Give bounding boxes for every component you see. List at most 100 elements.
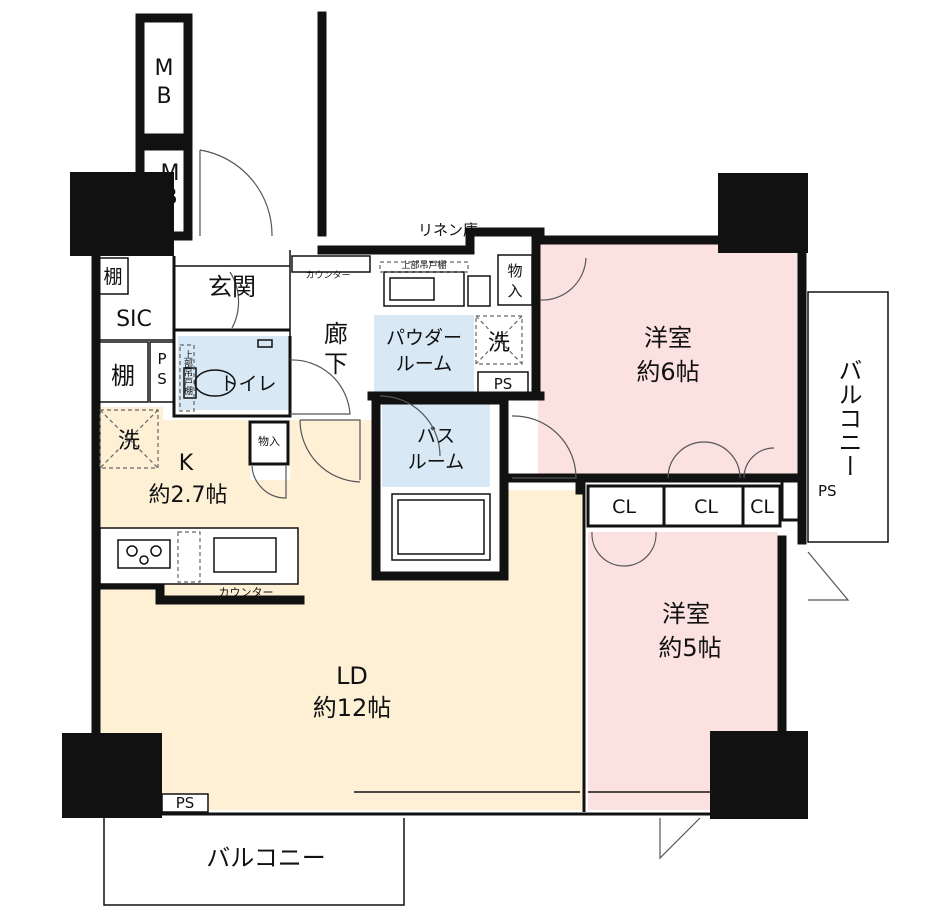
label-balcony-bottom: バルコニー — [206, 844, 326, 872]
label-bath-1: バス — [417, 425, 455, 447]
linen-box — [467, 275, 491, 307]
hall-counter — [291, 255, 371, 273]
label-ld: LD — [336, 662, 368, 690]
labels: M B M B リネン庫 上部吊戸棚 玄関 カウンター 棚 SIC 棚 P S … — [103, 56, 862, 872]
label-ps-bottom: PS — [176, 794, 195, 812]
ps-right-box — [780, 478, 804, 522]
wet-core-wall — [317, 227, 723, 255]
label-ps-right: PS — [818, 482, 837, 500]
bathtub-inner — [397, 499, 485, 555]
balcony-bottom-rail — [103, 818, 405, 906]
label-sic: SIC — [116, 307, 152, 332]
label-toilet-upper-shelf: 上部吊戸棚 — [182, 350, 193, 396]
storage-top-box — [497, 254, 533, 306]
room-fills — [98, 240, 798, 810]
dishwasher — [177, 531, 201, 583]
bath-floor — [382, 403, 490, 487]
label-ps-left-p: P — [157, 350, 166, 368]
balcony-right-rail — [807, 291, 889, 543]
western1-floor — [538, 240, 798, 476]
walls — [62, 11, 808, 819]
label-western2-size: 約5帖 — [658, 634, 721, 662]
label-powder-2: ルーム — [396, 353, 452, 375]
door-powder — [379, 395, 441, 457]
label-counter-hall: カウンター — [305, 270, 350, 281]
burner3 — [139, 555, 149, 565]
label-genkan: 玄関 — [208, 273, 256, 301]
door-storage-top — [539, 257, 587, 301]
kitchen-wall — [91, 580, 305, 605]
label-cl-3: CL — [750, 496, 774, 518]
door-cl2 — [667, 441, 741, 479]
label-kitchen-size: 約2.7帖 — [149, 483, 228, 508]
fixtures — [97, 250, 889, 906]
door-entry — [199, 149, 273, 237]
door-west2-balc — [807, 551, 850, 601]
ps-bottom-box — [161, 793, 209, 813]
label-storage-mid: 物入 — [258, 434, 280, 448]
shelf-bottom-box — [97, 341, 149, 403]
storage-mid-box — [248, 420, 290, 466]
label-upper-shelf: 上部吊戸棚 — [401, 259, 446, 271]
kitchen-sink — [213, 537, 277, 573]
label-ps-powder: PS — [494, 375, 513, 393]
label-mb-top-m: M — [155, 56, 174, 81]
pillar-bottom-left — [62, 733, 162, 818]
doors — [199, 149, 850, 860]
ps-powder-box — [477, 371, 529, 395]
label-mb-bottom-b: B — [162, 185, 177, 210]
toilet-paper — [257, 339, 273, 348]
vanity-shelf — [379, 261, 469, 273]
door-west1 — [511, 415, 577, 479]
door-storage-mid — [251, 465, 287, 499]
powder-floor — [374, 315, 474, 393]
label-storage-top-1: 物 — [507, 262, 522, 280]
shelf-top-box — [97, 257, 129, 295]
vanity — [383, 271, 465, 307]
label-mb-top-b: B — [156, 84, 171, 109]
door-cl1 — [591, 531, 657, 567]
door-ld — [299, 419, 361, 483]
label-ps-left-s: S — [157, 370, 167, 388]
burner2 — [150, 545, 162, 557]
pillar-top-right — [718, 173, 808, 253]
west1-bottom — [503, 473, 805, 495]
closet-row — [586, 484, 782, 528]
ld-kitchen-floor — [98, 407, 584, 810]
toilet-shelf — [179, 344, 195, 412]
mb-wall — [135, 13, 193, 241]
label-toilet: トイレ — [219, 373, 276, 395]
label-bath-2: ルーム — [408, 451, 464, 473]
label-rouka-2: 下 — [324, 350, 348, 378]
label-counter-kitchen: カウンター — [219, 586, 274, 599]
washer-powder-box — [475, 315, 523, 365]
door-cl3 — [743, 447, 775, 479]
label-balcony-right: バルコニー — [834, 358, 862, 478]
door-west2-bottom — [659, 817, 701, 860]
toilet-bowl — [194, 369, 236, 397]
label-mb-bottom-m: M — [161, 161, 180, 186]
label-ld-size: 約12帖 — [313, 694, 392, 722]
pillar-top-left — [70, 172, 174, 256]
label-rouka-1: 廊 — [324, 320, 348, 348]
washer-kitchen-box — [99, 409, 159, 469]
label-western1: 洋室 — [644, 324, 692, 352]
ps-left-box — [149, 341, 175, 403]
bathtub — [391, 493, 491, 561]
stove — [117, 539, 171, 569]
label-shelf-top: 棚 — [103, 266, 122, 288]
vanity-sink — [389, 277, 435, 301]
door-toilet — [289, 359, 351, 415]
door-genkan-inner — [229, 271, 240, 329]
burner1 — [126, 545, 138, 557]
label-shelf-bottom: 棚 — [111, 362, 135, 390]
label-western1-size: 約6帖 — [636, 358, 699, 386]
label-western2: 洋室 — [662, 600, 710, 628]
pillar-bottom-right — [710, 731, 808, 819]
label-wash-kitchen: 洗 — [118, 429, 140, 454]
toilet-tank — [183, 367, 197, 399]
label-linen: リネン庫 — [418, 221, 478, 239]
label-powder-1: パウダー — [386, 327, 462, 349]
label-cl-2: CL — [694, 496, 718, 518]
